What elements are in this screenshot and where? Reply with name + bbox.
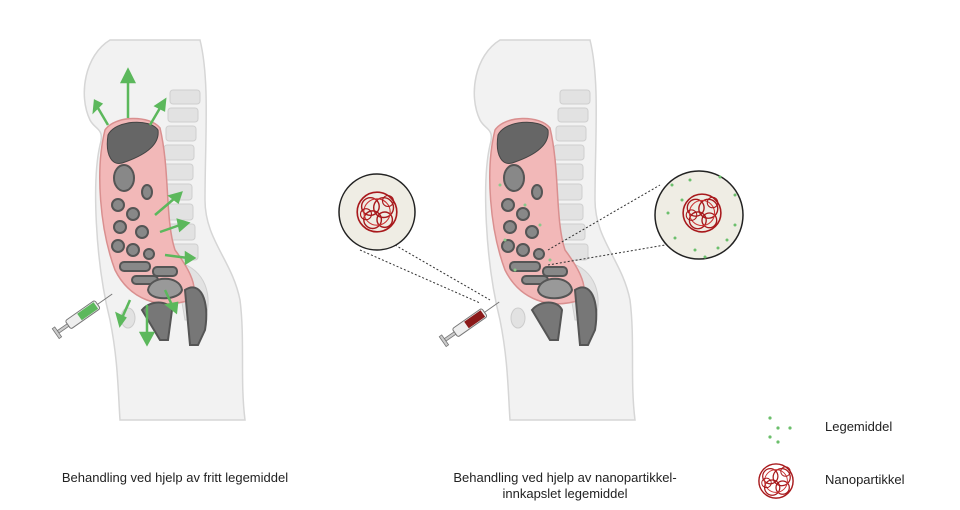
zoom-lines [359, 184, 666, 304]
caption-nanoparticle: Behandling ved hjelp av nanopartikkel- i… [420, 470, 710, 502]
caption-nano-line1: Behandling ved hjelp av nanopartikkel- [453, 470, 677, 485]
caption-free-drug: Behandling ved hjelp av fritt legemiddel [61, 470, 289, 485]
drug-dots-in-tissue [498, 183, 552, 272]
syringe-green [51, 288, 117, 340]
torso-nanoparticle [473, 39, 636, 421]
legend-drug-icon [768, 416, 792, 444]
legend-nanoparticle-icon [758, 463, 794, 499]
legend-drug-label: Legemiddel [825, 419, 893, 434]
legend-nanoparticle-label: Nanopartikkel [825, 472, 905, 487]
magnified-circle-syringe [338, 173, 416, 251]
drug-diffusion-arrows [92, 67, 197, 347]
syringe-red [438, 296, 504, 348]
magnified-circle-tissue [654, 170, 744, 260]
caption-nano-line2: innkapslet legemiddel [502, 486, 628, 501]
